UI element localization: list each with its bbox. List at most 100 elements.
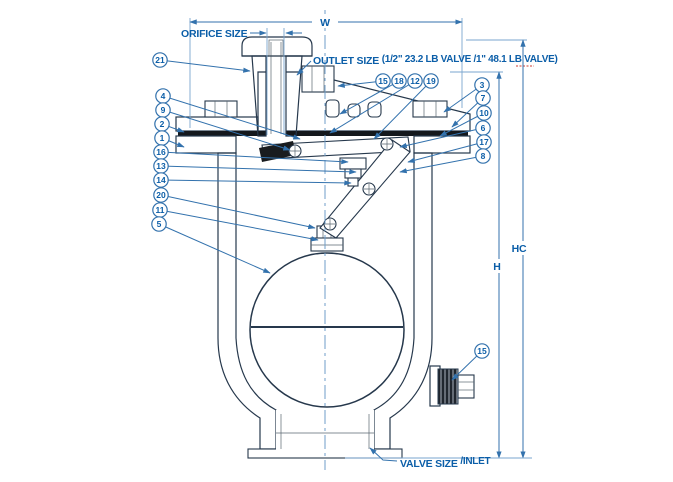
callout-balloon-15: 15 [474,343,490,359]
flange-right [413,135,471,154]
callout-leader-14 [160,179,352,186]
callout-number-13: 13 [156,161,166,171]
callout-balloon-7: 7 [475,90,491,106]
callout-leader-4 [162,95,301,140]
callout-balloon-6: 6 [475,120,491,136]
callout-balloon-21: 21 [152,52,168,68]
valve-size-label: VALVE SIZE /INLET [400,456,490,470]
callout-number-8: 8 [481,151,486,161]
callout-circle-14 [153,172,169,188]
cap-rod [268,39,284,57]
callout-balloon-4: 4 [155,88,171,104]
callout-leader-11 [159,209,319,242]
callout-balloon-20: 20 [153,187,169,203]
callout-number-11: 11 [156,205,165,215]
callout-number-1: 1 [160,133,165,143]
callout-number-2: 2 [160,119,165,129]
callout-balloon-3: 3 [474,77,490,93]
cover-bolt-left [204,100,238,118]
callout-number-9: 9 [161,105,166,115]
callout-number-17: 17 [479,137,489,147]
outlet-size-annotation: OUTLET SIZE (1/2" 23.2 LB VALVE /1" 48.1… [296,54,558,76]
callout-balloon-5: 5 [151,216,167,232]
callout-balloon-10: 10 [476,105,492,121]
callout-balloon-8: 8 [475,148,491,164]
dim-w-label: W [320,17,330,29]
callout-leader-5 [158,223,271,274]
callout-circle-15 [375,73,391,89]
valve-size-annotation: VALVE SIZE /INLET [369,447,491,470]
pivot-screw-4 [323,217,337,231]
pivot-screw-2 [380,137,394,151]
float-ball [249,252,405,408]
callout-number-15: 15 [378,76,388,86]
cover-stud-3 [367,101,382,118]
callout-balloon-1: 1 [154,130,170,146]
callout-number-6: 6 [481,123,486,133]
callout-balloon-14: 14 [153,172,169,188]
callout-number-12: 12 [410,76,420,86]
callout-balloon-11: 11 [152,202,168,218]
callout-leader-17 [407,141,485,163]
dim-hc-label: HC [512,243,527,255]
pivot-screw-1 [288,144,302,158]
callout-leader-9 [162,109,291,151]
callout-balloon-9: 9 [155,102,171,118]
dim-h-label: H [493,261,500,273]
callout-number-3: 3 [480,80,485,90]
drain-plug [429,365,475,407]
cover-stud-1 [325,99,340,118]
callout-balloon-12: 12 [407,73,423,89]
callout-circle-20 [153,187,169,203]
dimension-w: W [189,14,463,128]
callout-number-18: 18 [394,76,404,86]
callout-leader-8 [399,155,484,174]
callout-leader-20 [160,194,316,230]
callout-number-10: 10 [479,108,489,118]
callout-number-21: 21 [155,55,165,65]
callout-number-15: 15 [477,346,487,356]
lever-mechanism [259,136,411,239]
callout-circle-15 [474,343,490,359]
callout-number-5: 5 [157,219,162,229]
callout-circle-8 [475,148,491,164]
dimension-orifice-size: ORIFICE SIZE [181,28,302,135]
orifice-size-label: ORIFICE SIZE [181,28,248,40]
callout-balloon-13: 13 [153,158,169,174]
callout-circle-7 [475,90,491,106]
cover-stud-2 [347,103,361,118]
callout-number-20: 20 [156,190,166,200]
callout-balloon-15: 15 [375,73,391,89]
top-cap [241,36,313,57]
outlet-boss [301,65,335,93]
dimension-hc: HC [466,39,532,459]
callout-leader-10 [439,112,485,137]
callout-number-16: 16 [156,147,166,157]
callout-balloon-18: 18 [391,73,407,89]
callout-circle-10 [476,105,492,121]
callout-circle-19 [423,73,439,89]
callout-balloon-2: 2 [154,116,170,132]
callout-circle-12 [407,73,423,89]
callout-balloon-16: 16 [153,144,169,160]
callout-leader-19 [373,80,432,140]
callout-leader-21 [159,59,251,73]
outlet-size-label: OUTLET SIZE (1/2" 23.2 LB VALVE /1" 48.1… [313,54,558,67]
flange-left [175,135,237,154]
callout-number-19: 19 [426,76,436,86]
callout-leader-12 [329,80,416,134]
cover-plate-left [175,116,259,132]
stem-wall-left [251,55,267,137]
callout-balloon-19: 19 [423,73,439,89]
callout-number-14: 14 [156,175,166,185]
callout-balloon-17: 17 [476,134,492,150]
pivot-screw-3 [362,182,376,196]
callout-number-4: 4 [161,91,166,101]
callout-circle-18 [391,73,407,89]
callout-circle-21 [152,52,168,68]
callout-number-7: 7 [481,93,486,103]
cover-gasket [178,131,468,136]
